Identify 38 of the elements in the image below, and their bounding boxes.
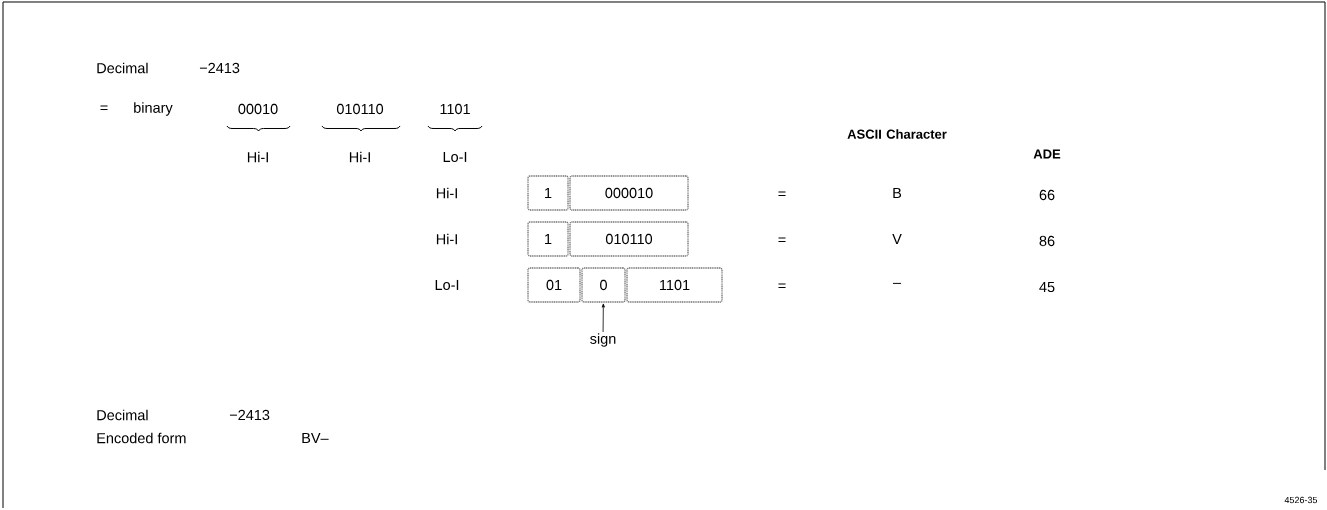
label: Lo-I: [435, 279, 459, 291]
label: Encoded form: [97, 432, 186, 444]
label: Decimal: [97, 409, 148, 421]
label: –: [893, 282, 902, 284]
label: BV–: [302, 433, 329, 443]
label: =: [778, 283, 786, 289]
label: −2413: [199, 62, 240, 74]
label: Hi-I: [436, 187, 457, 199]
column-header: ADE: [1033, 149, 1061, 159]
label: binary: [134, 102, 173, 116]
figure-number: 4526-35: [1284, 496, 1318, 504]
bit-field: 1: [527, 221, 569, 257]
bit-field: 010110: [569, 221, 689, 257]
label: 010110: [336, 103, 384, 115]
label: 66: [1039, 189, 1055, 201]
bit-field: 1: [527, 175, 569, 211]
label: =: [778, 191, 786, 197]
label: Hi-I: [247, 151, 268, 163]
label: 1101: [440, 103, 470, 115]
label: 00010: [238, 103, 278, 115]
bit-field: 1101: [626, 267, 723, 303]
label: =: [778, 237, 786, 243]
arrow: [601, 303, 605, 333]
bit-field: 01: [527, 267, 581, 303]
label: V: [892, 234, 902, 244]
label: B: [893, 188, 902, 198]
label: =: [100, 105, 108, 111]
label: Hi-I: [349, 151, 370, 163]
label: Decimal: [97, 62, 148, 74]
sign-label: sign: [590, 333, 616, 347]
label: Hi-I: [436, 233, 457, 245]
bit-field: 0: [581, 267, 626, 303]
label: 86: [1039, 235, 1055, 247]
label: 45: [1039, 281, 1055, 293]
label: Lo-I: [443, 151, 467, 163]
label: −2413: [229, 409, 270, 421]
bit-field: 000010: [569, 175, 689, 211]
column-header: ASCII Character: [847, 129, 947, 139]
